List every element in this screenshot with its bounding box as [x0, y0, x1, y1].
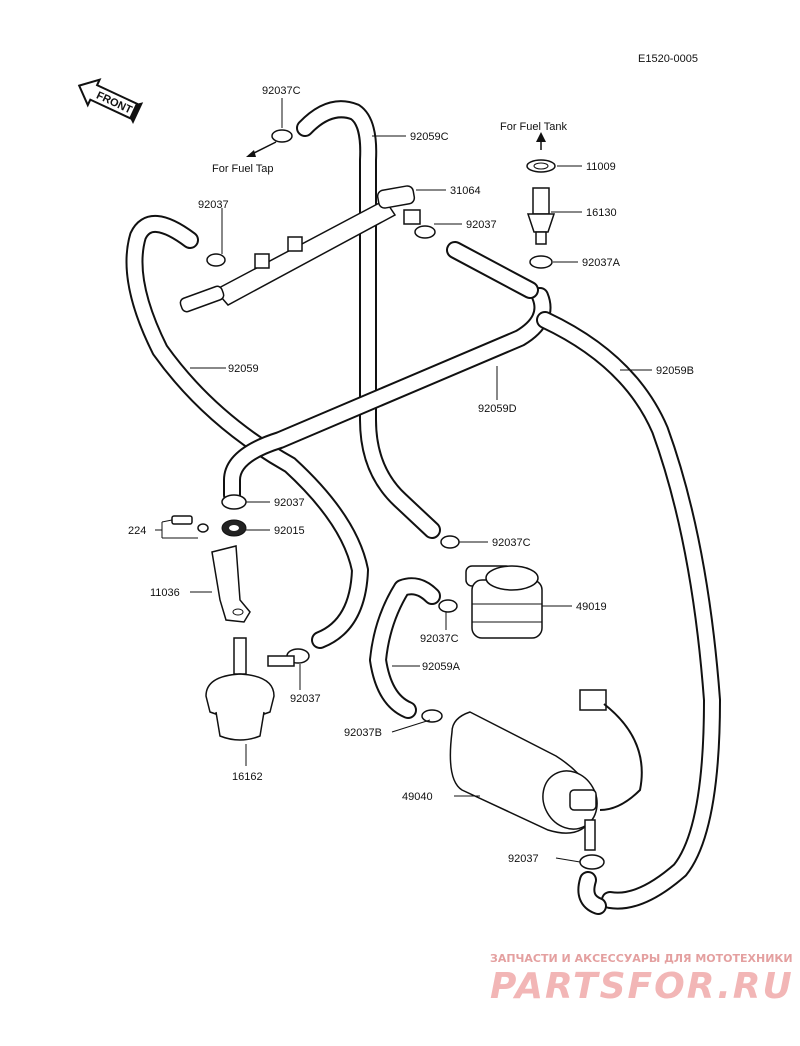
note-fuel-tap: For Fuel Tap [212, 163, 274, 175]
hoses [125, 100, 721, 915]
label-92037-clamp: 92037 [274, 497, 305, 509]
callout-lines [155, 98, 652, 863]
label-11036: 11036 [150, 587, 180, 599]
label-92059C: 92059C [410, 131, 449, 143]
label-49040: 49040 [402, 791, 433, 803]
label-92037C-mid: 92037C [492, 537, 531, 549]
watermark-logo: PARTSFOR.RU [490, 966, 794, 1007]
fuel-pump [449, 689, 643, 851]
label-92037-tl: 92037 [198, 199, 229, 211]
label-16130: 16130 [586, 207, 617, 219]
label-31064: 31064 [450, 185, 481, 197]
label-92037-bottom: 92037 [508, 853, 539, 865]
label-92037-mid: 92037 [466, 219, 497, 231]
fuel-filter [465, 565, 543, 639]
watermark: ЗАПЧАСТИ И АКСЕССУАРЫ ДЛЯ МОТОТЕХНИКИ PA… [490, 952, 794, 1007]
pressure-regulator [205, 637, 295, 741]
fuel-tap-clamp [246, 129, 293, 157]
label-92037C-top: 92037C [262, 85, 301, 97]
diagram-code: E1520-0005 [638, 53, 698, 65]
label-49019: 49019 [576, 601, 607, 613]
label-92059D: 92059D [478, 403, 517, 415]
note-fuel-tank: For Fuel Tank [500, 121, 568, 133]
fuel-rail [179, 185, 421, 313]
label-16162: 16162 [232, 771, 263, 783]
part-labels: 92037C For Fuel Tap 92059C 31064 92037 9… [128, 85, 694, 865]
bracket-assembly [171, 515, 251, 623]
fuel-valve [526, 132, 556, 245]
label-92037-reg: 92037 [290, 693, 321, 705]
watermark-line1: ЗАПЧАСТИ И АКСЕССУАРЫ ДЛЯ МОТОТЕХНИКИ [490, 952, 793, 965]
front-arrow-icon: FRONT [77, 78, 144, 124]
clamp-icons [206, 225, 605, 870]
label-11009: 11009 [586, 161, 616, 173]
label-92059B: 92059B [656, 365, 694, 377]
label-92059A: 92059A [422, 661, 461, 673]
label-92037B: 92037B [344, 727, 382, 739]
label-92059: 92059 [228, 363, 259, 375]
label-224: 224 [128, 525, 146, 537]
label-92037C-low: 92037C [420, 633, 459, 645]
label-92037A: 92037A [582, 257, 621, 269]
label-92015: 92015 [274, 525, 305, 537]
